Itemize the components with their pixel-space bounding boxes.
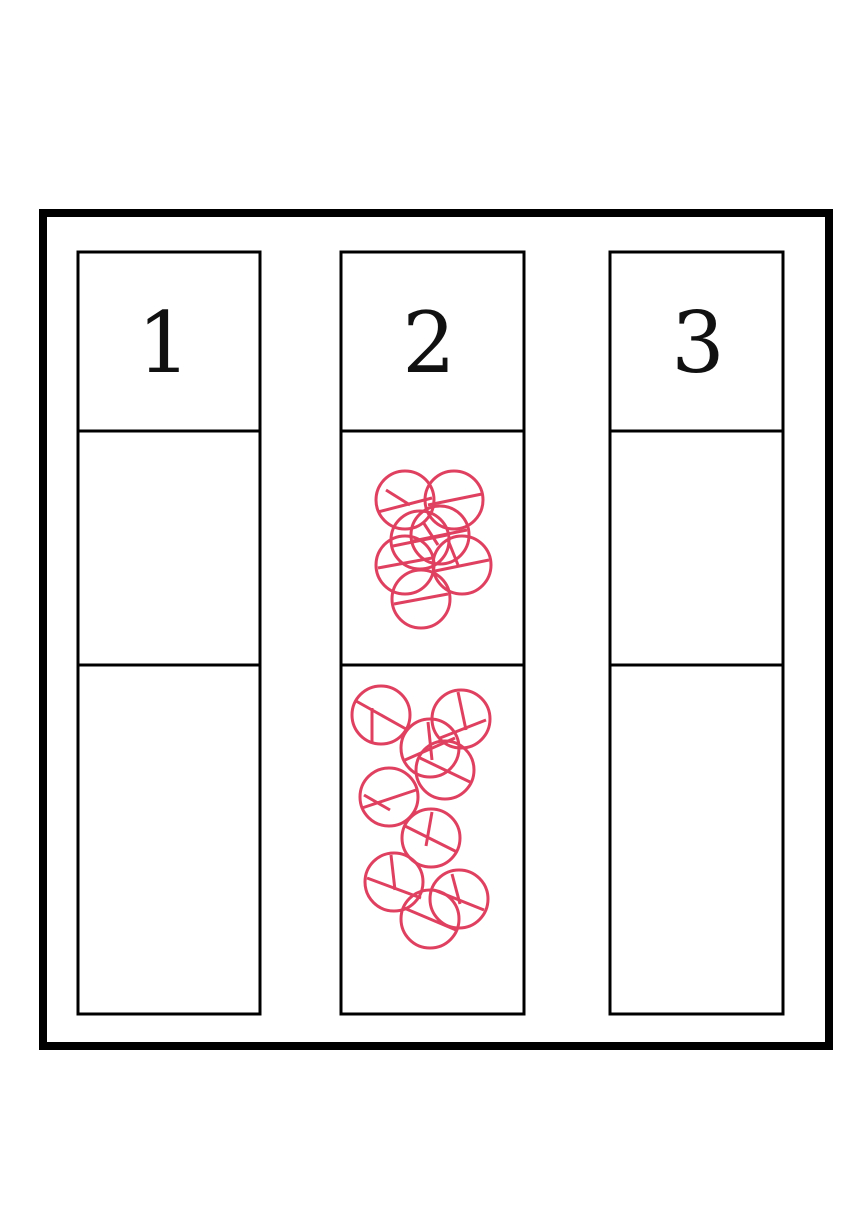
column-2-border [339,250,526,1016]
column-2-lower-circles [350,684,492,950]
struck-circle-icon [363,851,425,913]
column-2-upper-circles [374,469,493,630]
column-1-border [76,250,262,1016]
column-3-border [608,250,785,1016]
column-2-label: 2 [402,294,455,392]
column-1-label: 1 [137,294,190,392]
struck-circle-icon [390,568,452,630]
column-1: 1 [76,250,262,1016]
struck-circle-icon [423,469,485,531]
struck-circle-icon [430,688,492,750]
struck-circle-icon [374,469,436,531]
struck-circle-icon [350,684,412,746]
outer-frame [39,209,833,1050]
struck-circle-icon [399,888,461,950]
column-3: 3 [608,250,785,1016]
struck-circle-icon [414,739,476,801]
struck-circle-icon [431,534,493,596]
column-2: 2 [339,250,526,1016]
column-3-label: 3 [671,294,724,392]
struck-circle-icon [399,717,461,779]
struck-circle-icon [358,766,420,828]
struck-circle-icon [400,807,462,869]
